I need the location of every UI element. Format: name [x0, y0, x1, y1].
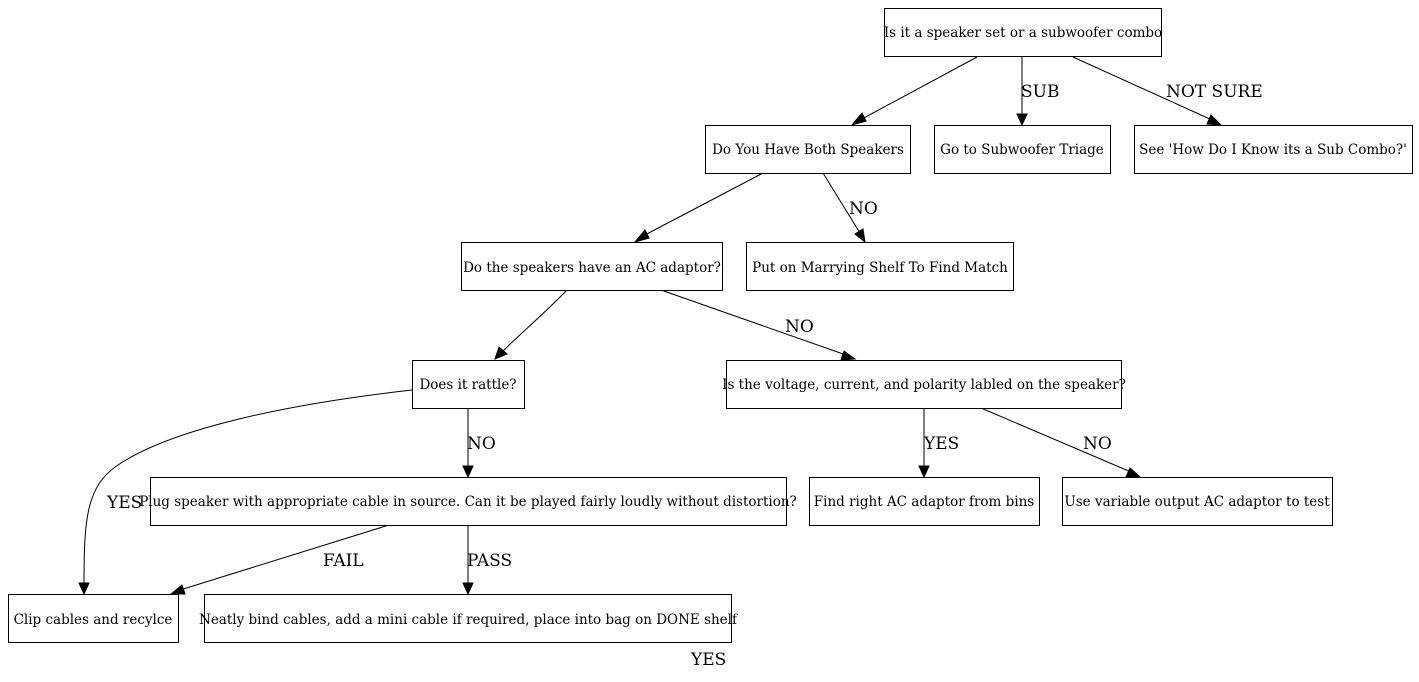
node-label: Plug speaker with appropriate cable in s… — [139, 494, 797, 510]
edge-label-not-sure: NOT SURE — [1166, 82, 1263, 102]
node-box — [726, 360, 1122, 409]
edge-rattle-to-clip — [83, 389, 413, 586]
node-label: Do You Have Both Speakers — [712, 142, 904, 158]
edge-root-to-both-speakers — [859, 56, 978, 121]
node-marrying-shelf: Put on Marrying Shelf To Find Match — [746, 242, 1014, 291]
arrowhead — [494, 346, 508, 360]
edge-label-pass: PASS — [467, 551, 512, 571]
node-find-adaptor: Find right AC adaptor from bins — [809, 477, 1040, 526]
node-root: Is it a speaker set or a subwoofer combo — [884, 8, 1162, 57]
edge-plug-to-clip — [179, 524, 390, 591]
nodes: Is it a speaker set or a subwoofer combo… — [8, 8, 1413, 643]
arrowhead — [918, 465, 930, 479]
node-rattle: Does it rattle? — [412, 360, 525, 409]
node-label: Is the voltage, current, and polarity la… — [722, 377, 1126, 393]
node-box — [461, 242, 723, 291]
node-box — [150, 477, 787, 526]
node-both-speakers: Do You Have Both Speakers — [705, 125, 911, 174]
edge-label-fail: FAIL — [323, 551, 364, 571]
edge-labels: SUB NOT SURE NO NO NO YES YES NO FAIL PA… — [106, 82, 1263, 670]
edge-label-yes-voltage: YES — [923, 434, 959, 454]
node-label: Neatly bind cables, add a mini cable if … — [199, 612, 738, 628]
arrowhead — [462, 465, 474, 479]
edge-label-sub: SUB — [1021, 82, 1059, 102]
node-how-know: See 'How Do I Know its a Sub Combo?' — [1134, 125, 1413, 174]
node-box — [746, 242, 1014, 291]
node-label: Does it rattle? — [419, 377, 516, 393]
arrowhead — [840, 350, 857, 361]
arrowhead — [854, 228, 866, 244]
edge-ac-to-rattle — [502, 289, 568, 352]
node-label: Go to Subwoofer Triage — [940, 142, 1104, 158]
node-box — [1134, 125, 1413, 174]
edge-voltage-to-variable — [980, 407, 1132, 473]
node-box — [884, 8, 1162, 57]
node-ac-adaptor: Do the speakers have an AC adaptor? — [461, 242, 723, 291]
node-box — [8, 594, 179, 643]
node-box — [1062, 477, 1333, 526]
node-label: Clip cables and recylce — [14, 612, 173, 628]
edge-both-to-ac — [642, 172, 764, 237]
node-clip: Clip cables and recylce — [8, 594, 179, 643]
node-box — [934, 125, 1111, 174]
arrowhead — [169, 584, 186, 595]
edge-root-to-how-know — [1072, 56, 1213, 121]
edge-label-no-both: NO — [849, 199, 878, 219]
node-plug: Plug speaker with appropriate cable in s… — [139, 477, 797, 526]
edge-both-to-marrying — [822, 172, 861, 234]
node-label: Find right AC adaptor from bins — [814, 494, 1035, 510]
edge-label-yes-bottom: YES — [690, 650, 726, 670]
arrowhead — [1125, 467, 1142, 478]
edge-label-no-voltage: NO — [1083, 434, 1112, 454]
node-bind: Neatly bind cables, add a mini cable if … — [199, 594, 738, 643]
node-box — [412, 360, 525, 409]
node-sub-triage: Go to Subwoofer Triage — [934, 125, 1111, 174]
edge-label-no-ac: NO — [785, 317, 814, 337]
node-voltage: Is the voltage, current, and polarity la… — [722, 360, 1126, 409]
node-label: Do the speakers have an AC adaptor? — [463, 260, 721, 276]
node-box — [705, 125, 911, 174]
node-variable-adaptor: Use variable output AC adaptor to test — [1062, 477, 1333, 526]
node-label: Use variable output AC adaptor to test — [1064, 494, 1330, 510]
arrowhead — [850, 112, 867, 126]
arrowhead — [1016, 113, 1028, 127]
node-label: Put on Marrying Shelf To Find Match — [752, 260, 1008, 276]
edges — [78, 56, 1223, 596]
arrowhead — [633, 229, 650, 243]
edge-label-no-rattle: NO — [467, 434, 496, 454]
node-label: See 'How Do I Know its a Sub Combo?' — [1139, 142, 1407, 158]
arrowhead — [462, 582, 474, 596]
node-label: Is it a speaker set or a subwoofer combo — [884, 25, 1162, 41]
edge-ac-to-voltage — [660, 289, 847, 356]
node-box — [809, 477, 1040, 526]
arrowhead — [78, 582, 90, 596]
node-box — [204, 594, 732, 643]
edge-label-yes-rattle: YES — [106, 493, 142, 513]
arrowhead — [1206, 114, 1223, 126]
